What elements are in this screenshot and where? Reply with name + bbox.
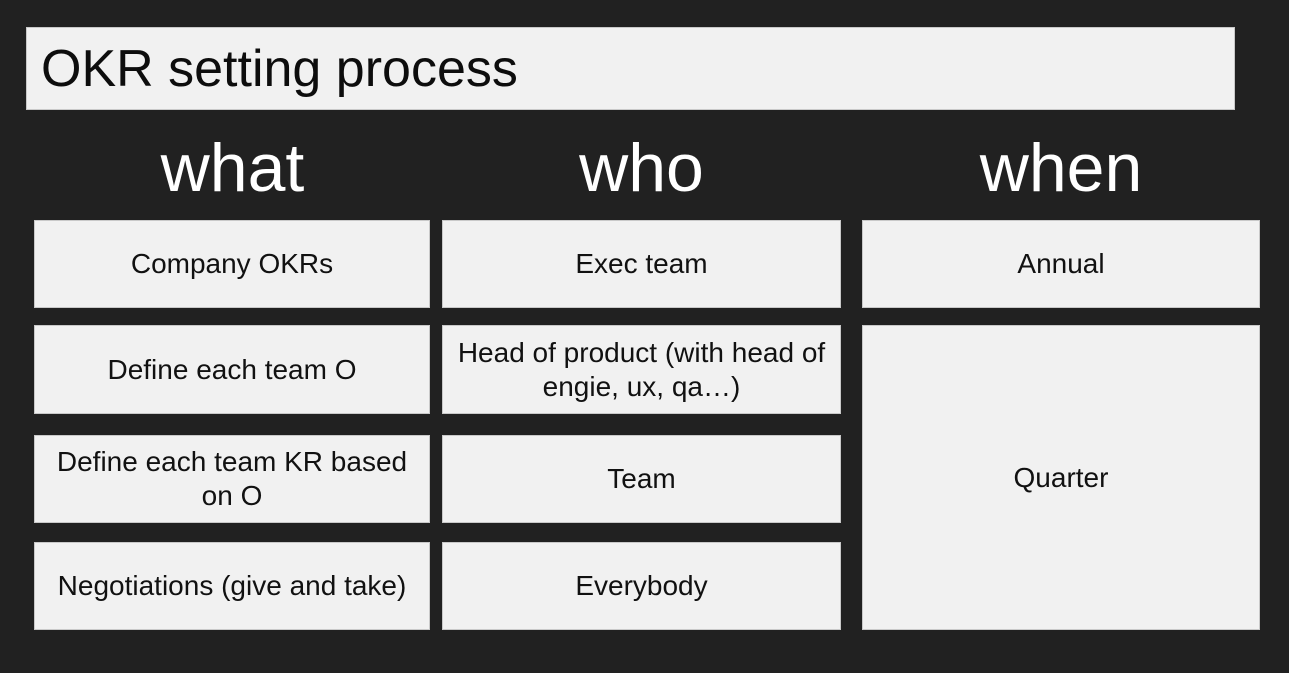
column-header-what: what [160, 130, 305, 206]
slide-title-banner: OKR setting process [26, 27, 1235, 110]
table-cell-when-1: Annual [862, 220, 1260, 308]
table-cell-what-1: Company OKRs [34, 220, 430, 308]
table-cell-what-4: Negotiations (give and take) [34, 542, 430, 630]
table-cell-who-4: Everybody [442, 542, 841, 630]
table-cell-what-3: Define each team KR based on O [34, 435, 430, 523]
column-headers: what who when [34, 126, 1260, 210]
column-header-when: when [979, 130, 1143, 206]
table-cell-who-1: Exec team [442, 220, 841, 308]
table-cell-who-2: Head of product (with head of engie, ux,… [442, 325, 841, 414]
column-header-who: who [579, 130, 704, 206]
table-cell-what-2: Define each team O [34, 325, 430, 414]
table-cell-who-3: Team [442, 435, 841, 523]
page-title: OKR setting process [41, 39, 518, 98]
table-cell-when-quarter-merged: Quarter [862, 325, 1260, 630]
